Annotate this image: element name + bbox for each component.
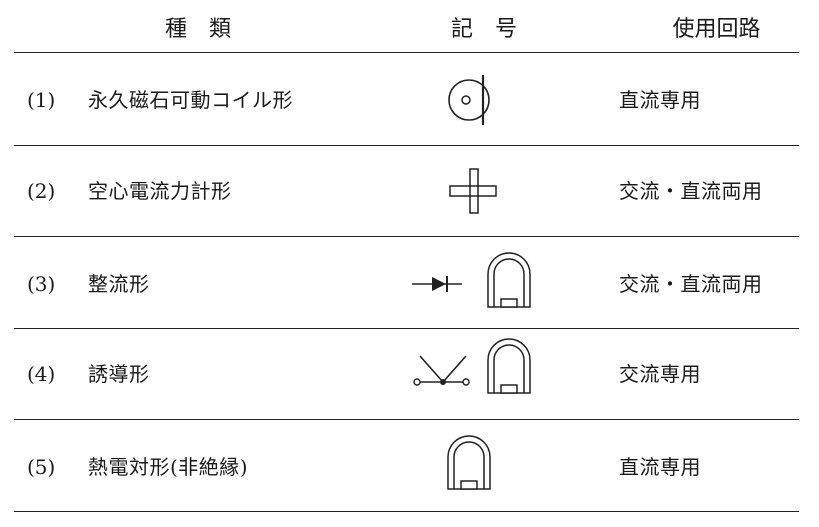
- row-divider: [14, 145, 799, 146]
- header-divider: [14, 52, 799, 53]
- electrodynamometer-symbol-icon: [384, 145, 584, 237]
- row-type-name: 整流形: [88, 272, 150, 296]
- row-number: (5): [27, 455, 56, 479]
- table-header: 種 類 記 号 使用回路: [0, 0, 819, 52]
- row-type-name: 誘導形: [88, 362, 150, 386]
- table-row: (3) 整流形 交流・直流両用: [0, 236, 819, 328]
- header-type: 種 類: [164, 17, 231, 42]
- row-usage: 交流・直流両用: [619, 272, 763, 296]
- header-symbol: 記 号: [450, 17, 517, 42]
- row-type-name: 永久磁石可動コイル形: [88, 88, 293, 112]
- row-number: (3): [27, 272, 56, 296]
- row-number: (4): [27, 362, 56, 386]
- induction-symbol-icon: [384, 328, 584, 420]
- row-divider: [14, 236, 799, 237]
- row-usage: 交流・直流両用: [619, 179, 763, 203]
- thermocouple-symbol-icon: [384, 419, 584, 511]
- row-type-name: 熱電対形(非絶縁): [88, 455, 249, 479]
- row-number: (1): [27, 88, 56, 112]
- row-divider: [14, 328, 799, 329]
- row-usage: 交流専用: [619, 362, 701, 386]
- header-usage: 使用回路: [672, 17, 761, 42]
- row-type-name: 空心電流力計形: [88, 179, 232, 203]
- row-usage: 直流専用: [619, 88, 701, 112]
- table-row: (5) 熱電対形(非絶縁) 直流専用: [0, 419, 819, 511]
- table-bottom-rule: [14, 511, 799, 512]
- table-row: (4) 誘導形 交流専用: [0, 328, 819, 420]
- moving-coil-symbol-icon: [384, 53, 584, 145]
- row-usage: 直流専用: [619, 455, 701, 479]
- table-row: (1) 永久磁石可動コイル形 直流専用: [0, 53, 819, 145]
- rectifier-symbol-icon: [384, 236, 584, 328]
- row-number: (2): [27, 179, 56, 203]
- table-row: (2) 空心電流力計形 交流・直流両用: [0, 145, 819, 237]
- row-divider: [14, 419, 799, 420]
